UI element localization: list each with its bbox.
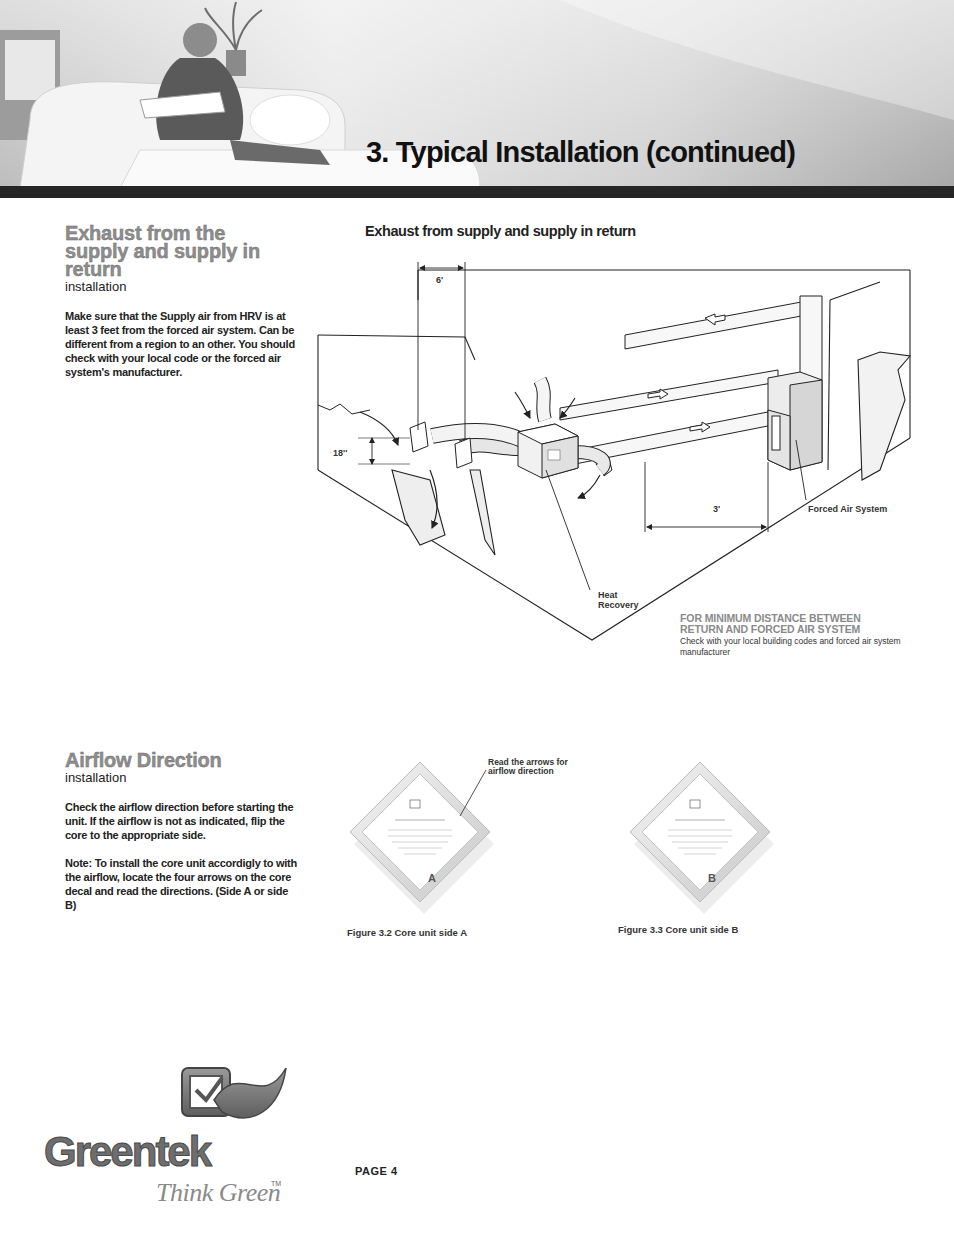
logo-wordmark: Greentek [44, 1128, 210, 1176]
page-title: 3. Typical Installation (continued) [366, 136, 795, 169]
section-heading: Airflow Direction [65, 751, 295, 769]
side-letter: A [428, 872, 436, 884]
figure-caption: Figure 3.3 Core unit side B [618, 924, 738, 935]
diagram-heading: Exhaust from supply and supply in return [365, 223, 636, 239]
trademark-mark: TM [271, 1180, 281, 1187]
body-text: Check the airflow direction before start… [65, 800, 297, 842]
part-label: Heat Recovery [598, 590, 648, 610]
part-label: Forced Air System [808, 504, 908, 514]
section-heading: Exhaust from the supply and supply in re… [65, 224, 290, 278]
note-heading: FOR MINIMUM DISTANCE BETWEEN RETURN AND … [680, 613, 905, 635]
side-letter: B [708, 872, 716, 884]
note-text: Check with your local building codes and… [680, 636, 915, 658]
body-text: Make sure that the Supply air from HRV i… [65, 309, 297, 379]
logo-slogan: Think Green [156, 1178, 280, 1208]
figure-caption: Figure 3.2 Core unit side A [347, 927, 467, 938]
dimension-label: 6' [436, 275, 443, 285]
section-subheading: installation [65, 770, 265, 785]
section-subheading: installation [65, 279, 265, 294]
page-number: PAGE 4 [355, 1165, 398, 1177]
callout-label: Read the arrows for airflow direction [488, 758, 583, 776]
dimension-label: 18'' [333, 448, 347, 458]
body-text: Note: To install the core unit accordigl… [65, 856, 297, 912]
dimension-label: 3' [713, 504, 720, 514]
